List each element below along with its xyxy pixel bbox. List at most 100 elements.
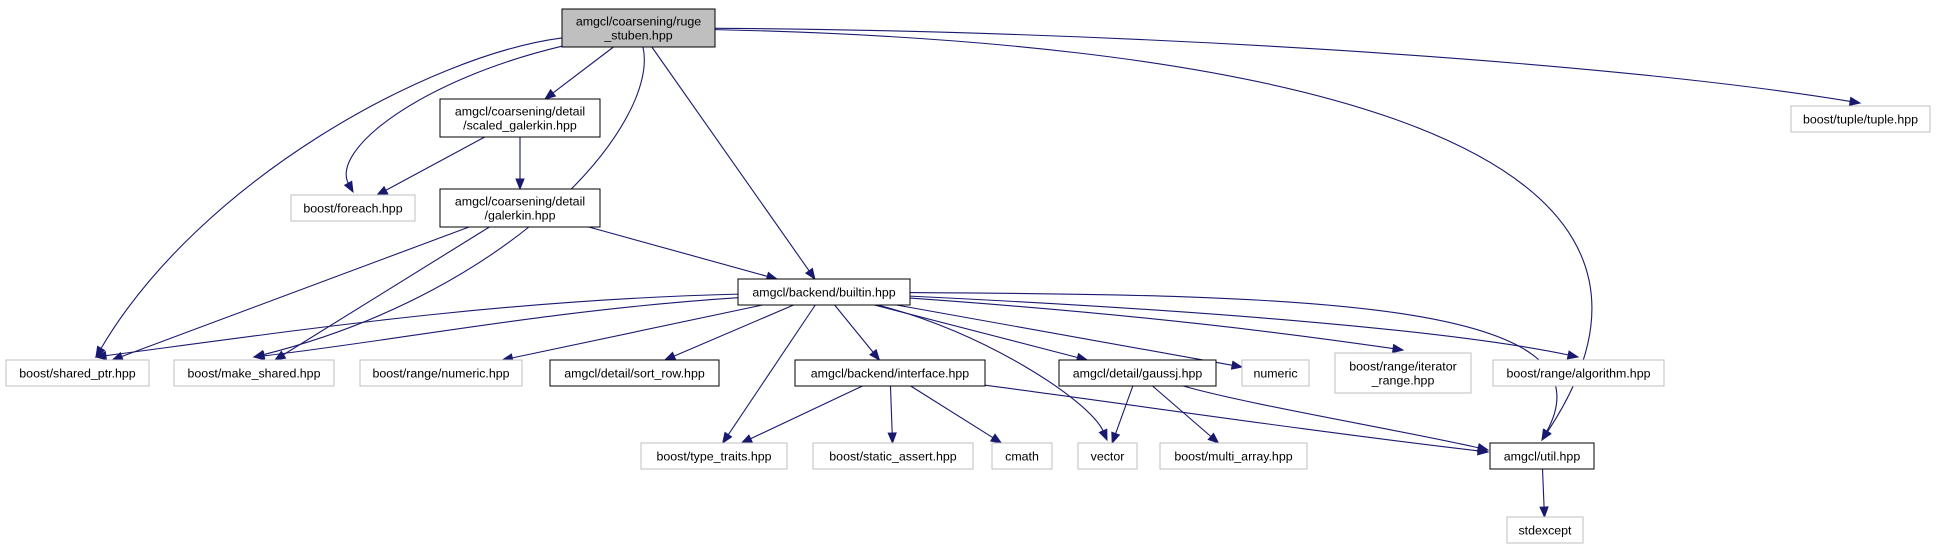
- node-scaled-galerkin-box: [439, 98, 601, 138]
- edge-builtin-to-shared-ptr: [94, 293, 739, 361]
- edge-scaled-galerkin-to-galerkin-arrowhead: [515, 178, 525, 191]
- edges-layer: [94, 27, 1862, 519]
- node-iterator-range-label-line-2: _range.hpp: [1371, 374, 1435, 388]
- node-iterator-range-box: [1334, 352, 1472, 394]
- edge-galerkin-to-builtin-line: [588, 226, 769, 278]
- edge-ruge-stuben-to-shared-ptr: [95, 37, 563, 359]
- edge-builtin-to-algorithm-arrowhead: [1566, 350, 1580, 360]
- node-numeric: numeric: [1241, 359, 1310, 387]
- node-iterator-range: boost/range/iterator_range.hpp: [1334, 352, 1472, 394]
- node-gaussj[interactable]: amgcl/detail/gaussj.hpp: [1058, 359, 1217, 387]
- node-make-shared-box: [173, 359, 335, 387]
- edge-ruge-stuben-to-foreach: [343, 45, 563, 194]
- edge-builtin-to-sort-row: [663, 304, 794, 361]
- node-sort-row-label-line-1: amgcl/detail/sort_row.hpp: [564, 367, 705, 381]
- node-foreach: boost/foreach.hpp: [290, 194, 416, 222]
- edge-gaussj-to-multi-array-arrowhead: [1207, 432, 1220, 444]
- edge-builtin-to-gaussj-line: [874, 304, 1079, 359]
- edge-interface-to-cmath-arrowhead: [989, 433, 1003, 444]
- node-numeric-box: [1241, 359, 1310, 387]
- edge-builtin-to-algorithm: [909, 295, 1580, 360]
- node-ruge-stuben[interactable]: amgcl/coarsening/ruge_stuben.hpp: [561, 8, 716, 48]
- node-tuple: boost/tuple/tuple.hpp: [1790, 105, 1931, 133]
- edge-builtin-to-shared-ptr-line: [104, 293, 739, 357]
- node-vector-box: [1077, 442, 1138, 470]
- edge-ruge-stuben-to-builtin: [651, 46, 816, 281]
- node-builtin[interactable]: amgcl/backend/builtin.hpp: [737, 278, 911, 306]
- edge-galerkin-to-shared-ptr-line: [120, 226, 470, 358]
- node-multi-array-box: [1159, 442, 1308, 470]
- edge-ruge-stuben-to-tuple-line: [714, 27, 1852, 103]
- edge-util-to-stdexcept: [1539, 468, 1549, 519]
- node-stdexcept-label-line-1: stdexcept: [1518, 524, 1572, 538]
- edge-scaled-galerkin-to-foreach-arrowhead: [375, 185, 389, 196]
- edge-gaussj-to-util-arrowhead: [1476, 443, 1490, 453]
- node-scaled-galerkin-label-line-2: /scaled_galerkin.hpp: [463, 119, 577, 133]
- edge-ruge-stuben-to-scaled-galerkin-arrowhead: [543, 88, 557, 100]
- node-cmath: cmath: [991, 442, 1053, 470]
- node-range-numeric-box: [359, 359, 523, 387]
- node-util[interactable]: amgcl/util.hpp: [1489, 442, 1595, 470]
- node-tuple-label-line-1: boost/tuple/tuple.hpp: [1803, 113, 1918, 127]
- edge-util-to-stdexcept-line: [1541, 468, 1545, 509]
- edge-interface-to-type-traits: [740, 385, 863, 444]
- edge-builtin-to-numeric-line: [896, 304, 1234, 366]
- edge-interface-to-static-assert-arrowhead: [887, 432, 897, 445]
- edge-builtin-to-interface-line: [834, 304, 875, 354]
- node-sort-row[interactable]: amgcl/detail/sort_row.hpp: [549, 359, 720, 387]
- node-type-traits-box: [640, 442, 788, 470]
- node-sort-row-box: [549, 359, 720, 387]
- edge-interface-to-static-assert: [887, 385, 897, 445]
- edge-gaussj-to-vector-arrowhead: [1111, 431, 1121, 445]
- node-shared-ptr-box: [5, 359, 150, 387]
- edge-galerkin-to-builtin: [588, 226, 779, 281]
- node-vector-label-line-1: vector: [1091, 450, 1125, 464]
- edge-ruge-stuben-to-tuple-arrowhead: [1848, 96, 1862, 106]
- node-galerkin-label-line-2: /galerkin.hpp: [485, 209, 556, 223]
- node-builtin-label-line-1: amgcl/backend/builtin.hpp: [752, 286, 895, 300]
- node-range-numeric-label-line-1: boost/range/numeric.hpp: [372, 367, 509, 381]
- edge-builtin-to-type-traits-line: [727, 304, 816, 436]
- edge-gaussj-to-util: [1183, 385, 1490, 453]
- edge-builtin-to-sort-row-arrowhead: [663, 351, 677, 361]
- edge-builtin-to-make-shared-line: [262, 297, 739, 357]
- node-scaled-galerkin[interactable]: amgcl/coarsening/detail/scaled_galerkin.…: [439, 98, 601, 138]
- node-type-traits: boost/type_traits.hpp: [640, 442, 788, 470]
- nodes-layer: amgcl/coarsening/ruge_stuben.hpp amgcl/co…: [5, 8, 1931, 544]
- node-stdexcept: stdexcept: [1506, 516, 1584, 544]
- node-static-assert-label-line-1: boost/static_assert.hpp: [829, 450, 957, 464]
- edge-builtin-to-range-numeric-line: [511, 304, 763, 359]
- node-galerkin[interactable]: amgcl/coarsening/detail/galerkin.hpp: [439, 188, 601, 228]
- edge-util-to-stdexcept-arrowhead: [1539, 506, 1549, 519]
- edge-ruge-stuben-to-util-line: [714, 29, 1593, 433]
- node-galerkin-label-line-1: amgcl/coarsening/detail: [455, 195, 585, 209]
- edge-interface-to-cmath: [910, 385, 1003, 444]
- edge-gaussj-to-vector-line: [1114, 385, 1134, 435]
- edge-ruge-stuben-to-foreach-line: [345, 45, 563, 185]
- edge-builtin-to-make-shared: [252, 297, 739, 361]
- edge-builtin-to-type-traits-arrowhead: [721, 431, 733, 445]
- edge-builtin-to-vector-arrowhead: [1098, 428, 1108, 442]
- node-foreach-box: [290, 194, 416, 222]
- node-iterator-range-label-line-1: boost/range/iterator: [1349, 360, 1456, 374]
- node-make-shared: boost/make_shared.hpp: [173, 359, 335, 387]
- edge-interface-to-cmath-line: [910, 385, 994, 439]
- node-tuple-box: [1790, 105, 1931, 133]
- node-make-shared-label-line-1: boost/make_shared.hpp: [188, 367, 321, 381]
- edge-interface-to-type-traits-line: [749, 385, 863, 440]
- edge-builtin-to-range-numeric: [501, 304, 763, 363]
- edge-galerkin-to-make-shared-arrowhead: [273, 350, 287, 361]
- edge-builtin-to-iterator-range: [909, 297, 1405, 354]
- edge-builtin-to-interface-arrowhead: [869, 348, 881, 362]
- edge-gaussj-to-multi-array: [1152, 385, 1220, 444]
- node-interface[interactable]: amgcl/backend/interface.hpp: [794, 359, 986, 387]
- node-multi-array: boost/multi_array.hpp: [1159, 442, 1308, 470]
- edge-builtin-to-algorithm-line: [909, 295, 1570, 356]
- edge-builtin-to-shared-ptr-arrowhead: [94, 350, 108, 361]
- edge-galerkin-to-make-shared: [273, 226, 490, 361]
- node-scaled-galerkin-label-line-1: amgcl/coarsening/detail: [455, 105, 585, 119]
- edge-builtin-to-iterator-range-line: [909, 297, 1395, 350]
- node-type-traits-label-line-1: boost/type_traits.hpp: [656, 450, 771, 464]
- edge-builtin-to-sort-row-line: [672, 304, 794, 357]
